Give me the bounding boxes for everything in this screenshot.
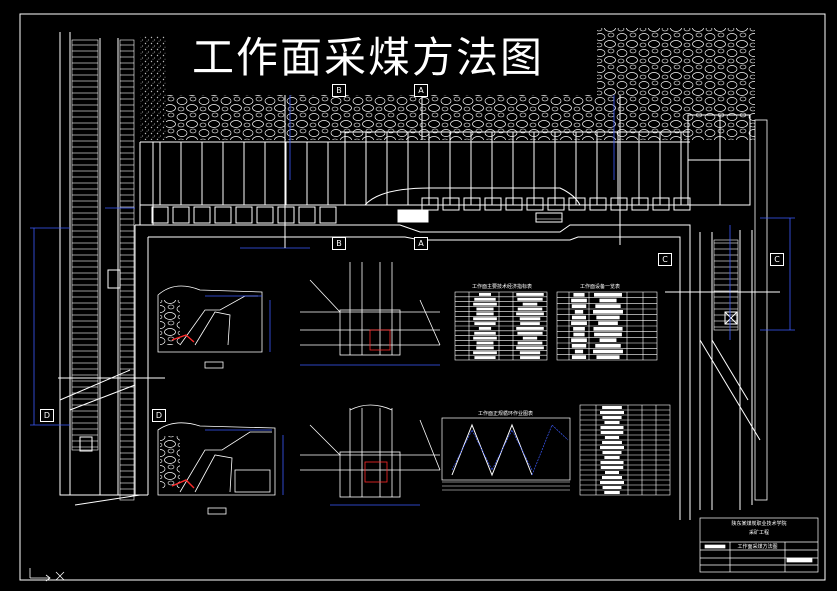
section-label-b-bottom: B — [332, 237, 346, 250]
face-cross-section-1 — [157, 285, 271, 369]
plan-view-supports — [139, 114, 751, 225]
section-cut-lines — [58, 95, 780, 379]
section-label-a-bottom: A — [414, 237, 428, 250]
title-block-department: 采矿工程 — [748, 530, 769, 536]
cycle-operation-chart — [441, 417, 571, 491]
section-label-d-right: D — [152, 409, 166, 422]
section-label-c-right: C — [770, 253, 784, 266]
data-tables — [454, 291, 671, 496]
roadway-section-1 — [300, 262, 441, 366]
face-cross-section-2 — [157, 422, 284, 515]
title-block-drawing-name: 工作面采煤方法图 — [737, 544, 778, 550]
title-block — [699, 517, 819, 573]
section-label-b-top: B — [332, 84, 346, 97]
sheet-border — [19, 13, 826, 581]
dimension-lines — [30, 95, 795, 426]
table-title-equipment: 工作面设备一览表 — [580, 284, 621, 290]
section-label-a-top: A — [414, 84, 428, 97]
table-title-indicators: 工作面主要技术经济指标表 — [472, 284, 533, 290]
ucs-axis-icon — [29, 568, 65, 582]
roadway-section-2 — [300, 404, 441, 506]
roadway-outline — [59, 32, 768, 520]
section-label-c-left: C — [658, 253, 672, 266]
section-label-d-left: D — [40, 409, 54, 422]
table-title-cycle-chart: 工作面正规循环作业图表 — [478, 411, 534, 417]
title-block-institution: 陕东某煤炭职业技术学院 — [731, 521, 787, 527]
drawing-title: 工作面采煤方法图 — [192, 33, 545, 82]
